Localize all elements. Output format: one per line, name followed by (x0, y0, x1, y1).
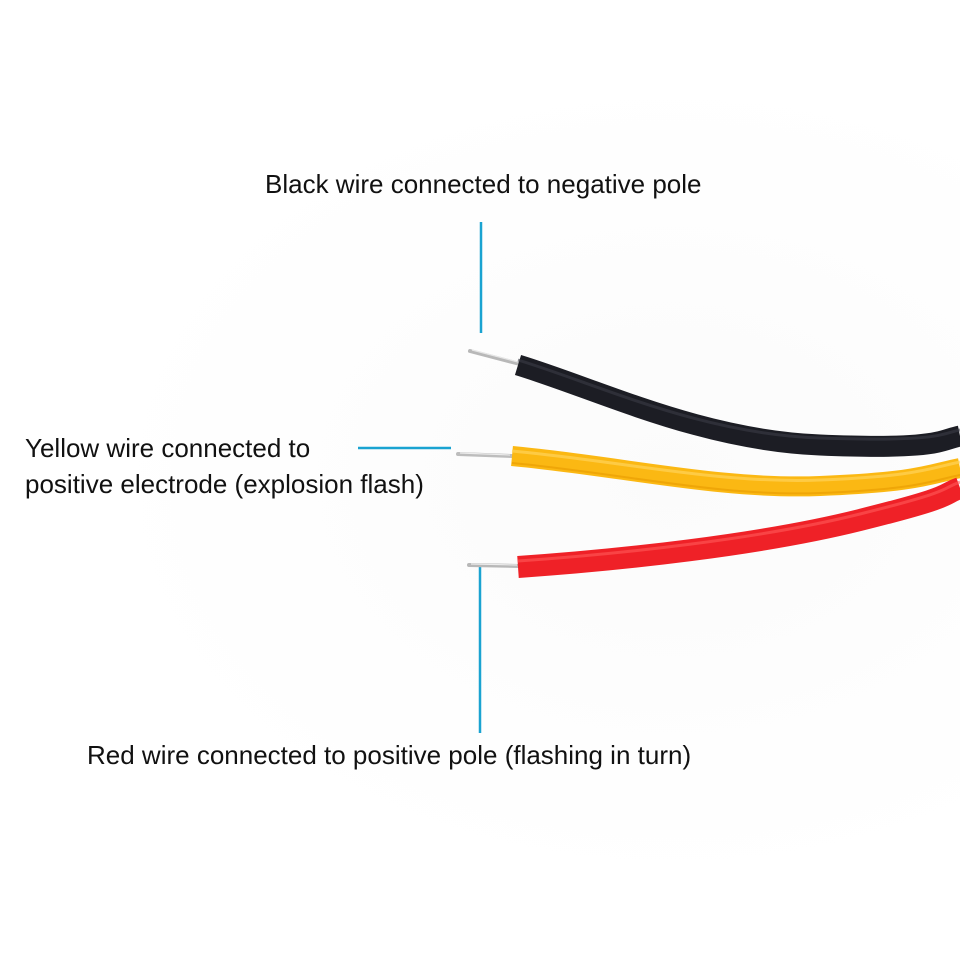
black-wire (468, 349, 960, 457)
red-wire (467, 477, 960, 578)
yellow-wire-label-line1: Yellow wire connected to (25, 433, 311, 463)
black-wire-label: Black wire connected to negative pole (265, 169, 702, 199)
yellow-wire-label: Yellow wire connected to positive electr… (25, 430, 424, 502)
yellow-wire (456, 446, 960, 497)
red-wire-label: Red wire connected to positive pole (fla… (87, 740, 692, 770)
yellow-wire-label-line2: positive electrode (explosion flash) (25, 469, 424, 499)
